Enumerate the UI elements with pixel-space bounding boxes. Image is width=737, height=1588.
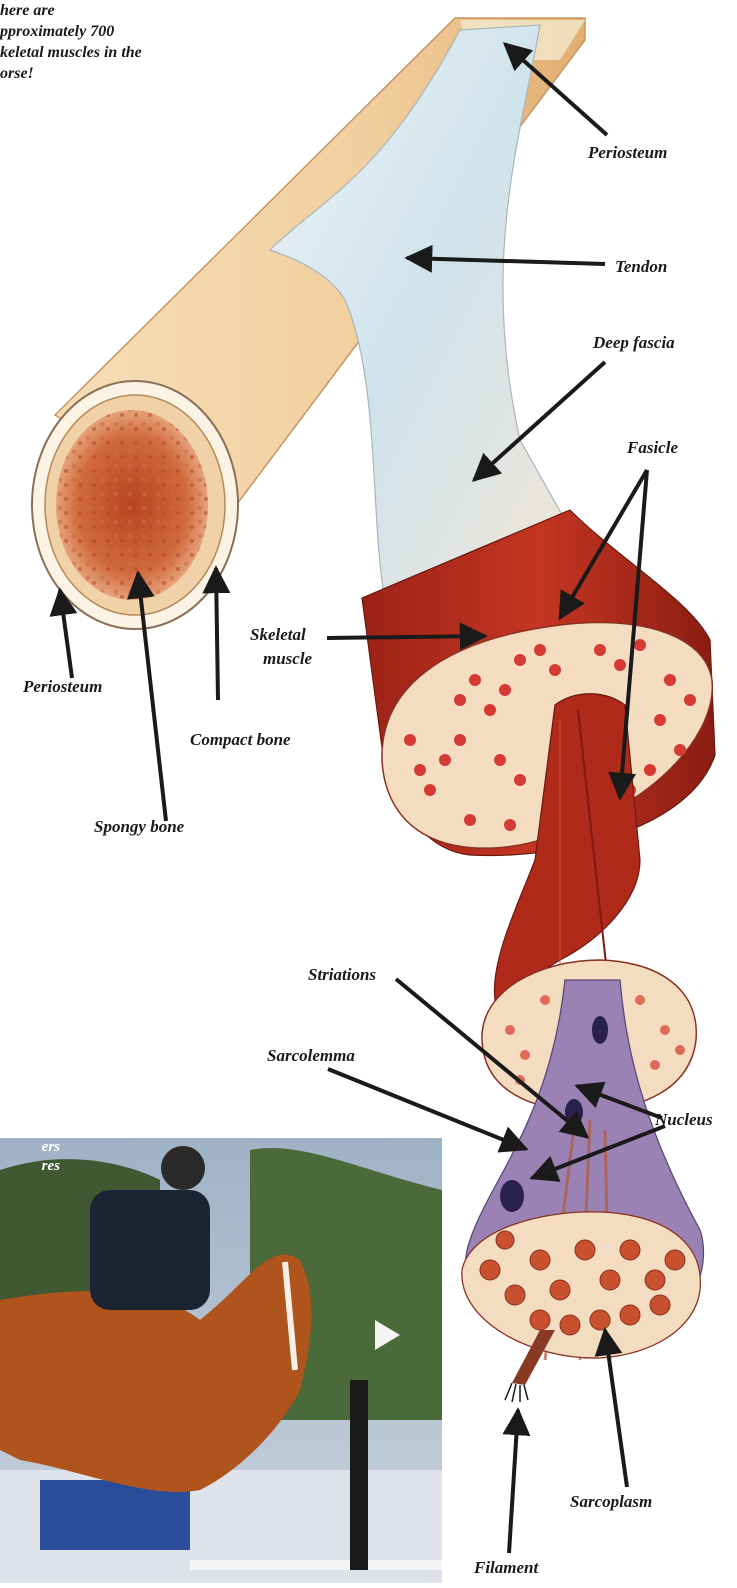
label-compact-bone: Compact bone <box>190 729 291 750</box>
label-skeletal-muscle-2: muscle <box>263 648 312 669</box>
label-periosteum-top: Periosteum <box>588 142 667 163</box>
intro-text: here are pproximately 700 keletal muscle… <box>0 0 200 84</box>
intro-line-4: orse! <box>0 63 200 84</box>
label-tendon: Tendon <box>615 256 667 277</box>
photo-caption-line-2: res <box>0 1157 60 1176</box>
label-periosteum-bottom: Periosteum <box>23 676 102 697</box>
nucleus-1 <box>592 1016 608 1044</box>
label-spongy-bone: Spongy bone <box>94 816 184 837</box>
intro-line-2: pproximately 700 <box>0 21 200 42</box>
label-filament: Filament <box>474 1557 538 1578</box>
label-sarcoplasm: Sarcoplasm <box>570 1491 652 1512</box>
arrow-periosteum-bottom <box>60 590 72 678</box>
arrow-skeletal-muscle <box>327 636 485 638</box>
fiber-cross-section <box>462 1212 701 1358</box>
label-fasicle: Fasicle <box>627 437 678 458</box>
label-striations: Striations <box>308 964 376 985</box>
label-skeletal-muscle-1: Skeletal <box>250 624 306 645</box>
intro-line-1: here are <box>0 0 200 21</box>
intro-line-3: keletal muscles in the <box>0 42 200 63</box>
horse-photo <box>0 1138 442 1583</box>
rider-jacket <box>90 1190 210 1310</box>
arrow-sarcolemma <box>328 1069 526 1149</box>
rider-helmet <box>161 1146 205 1190</box>
label-sarcolemma: Sarcolemma <box>267 1045 355 1066</box>
arrow-filament <box>509 1410 518 1553</box>
arrow-compact-bone <box>216 568 218 700</box>
label-nucleus: Nucleus <box>655 1109 713 1130</box>
photo-caption: ers res <box>0 1138 60 1176</box>
photo-caption-line-1: ers <box>0 1138 60 1157</box>
nucleus-3 <box>500 1180 524 1212</box>
label-deep-fascia: Deep fascia <box>593 332 675 353</box>
